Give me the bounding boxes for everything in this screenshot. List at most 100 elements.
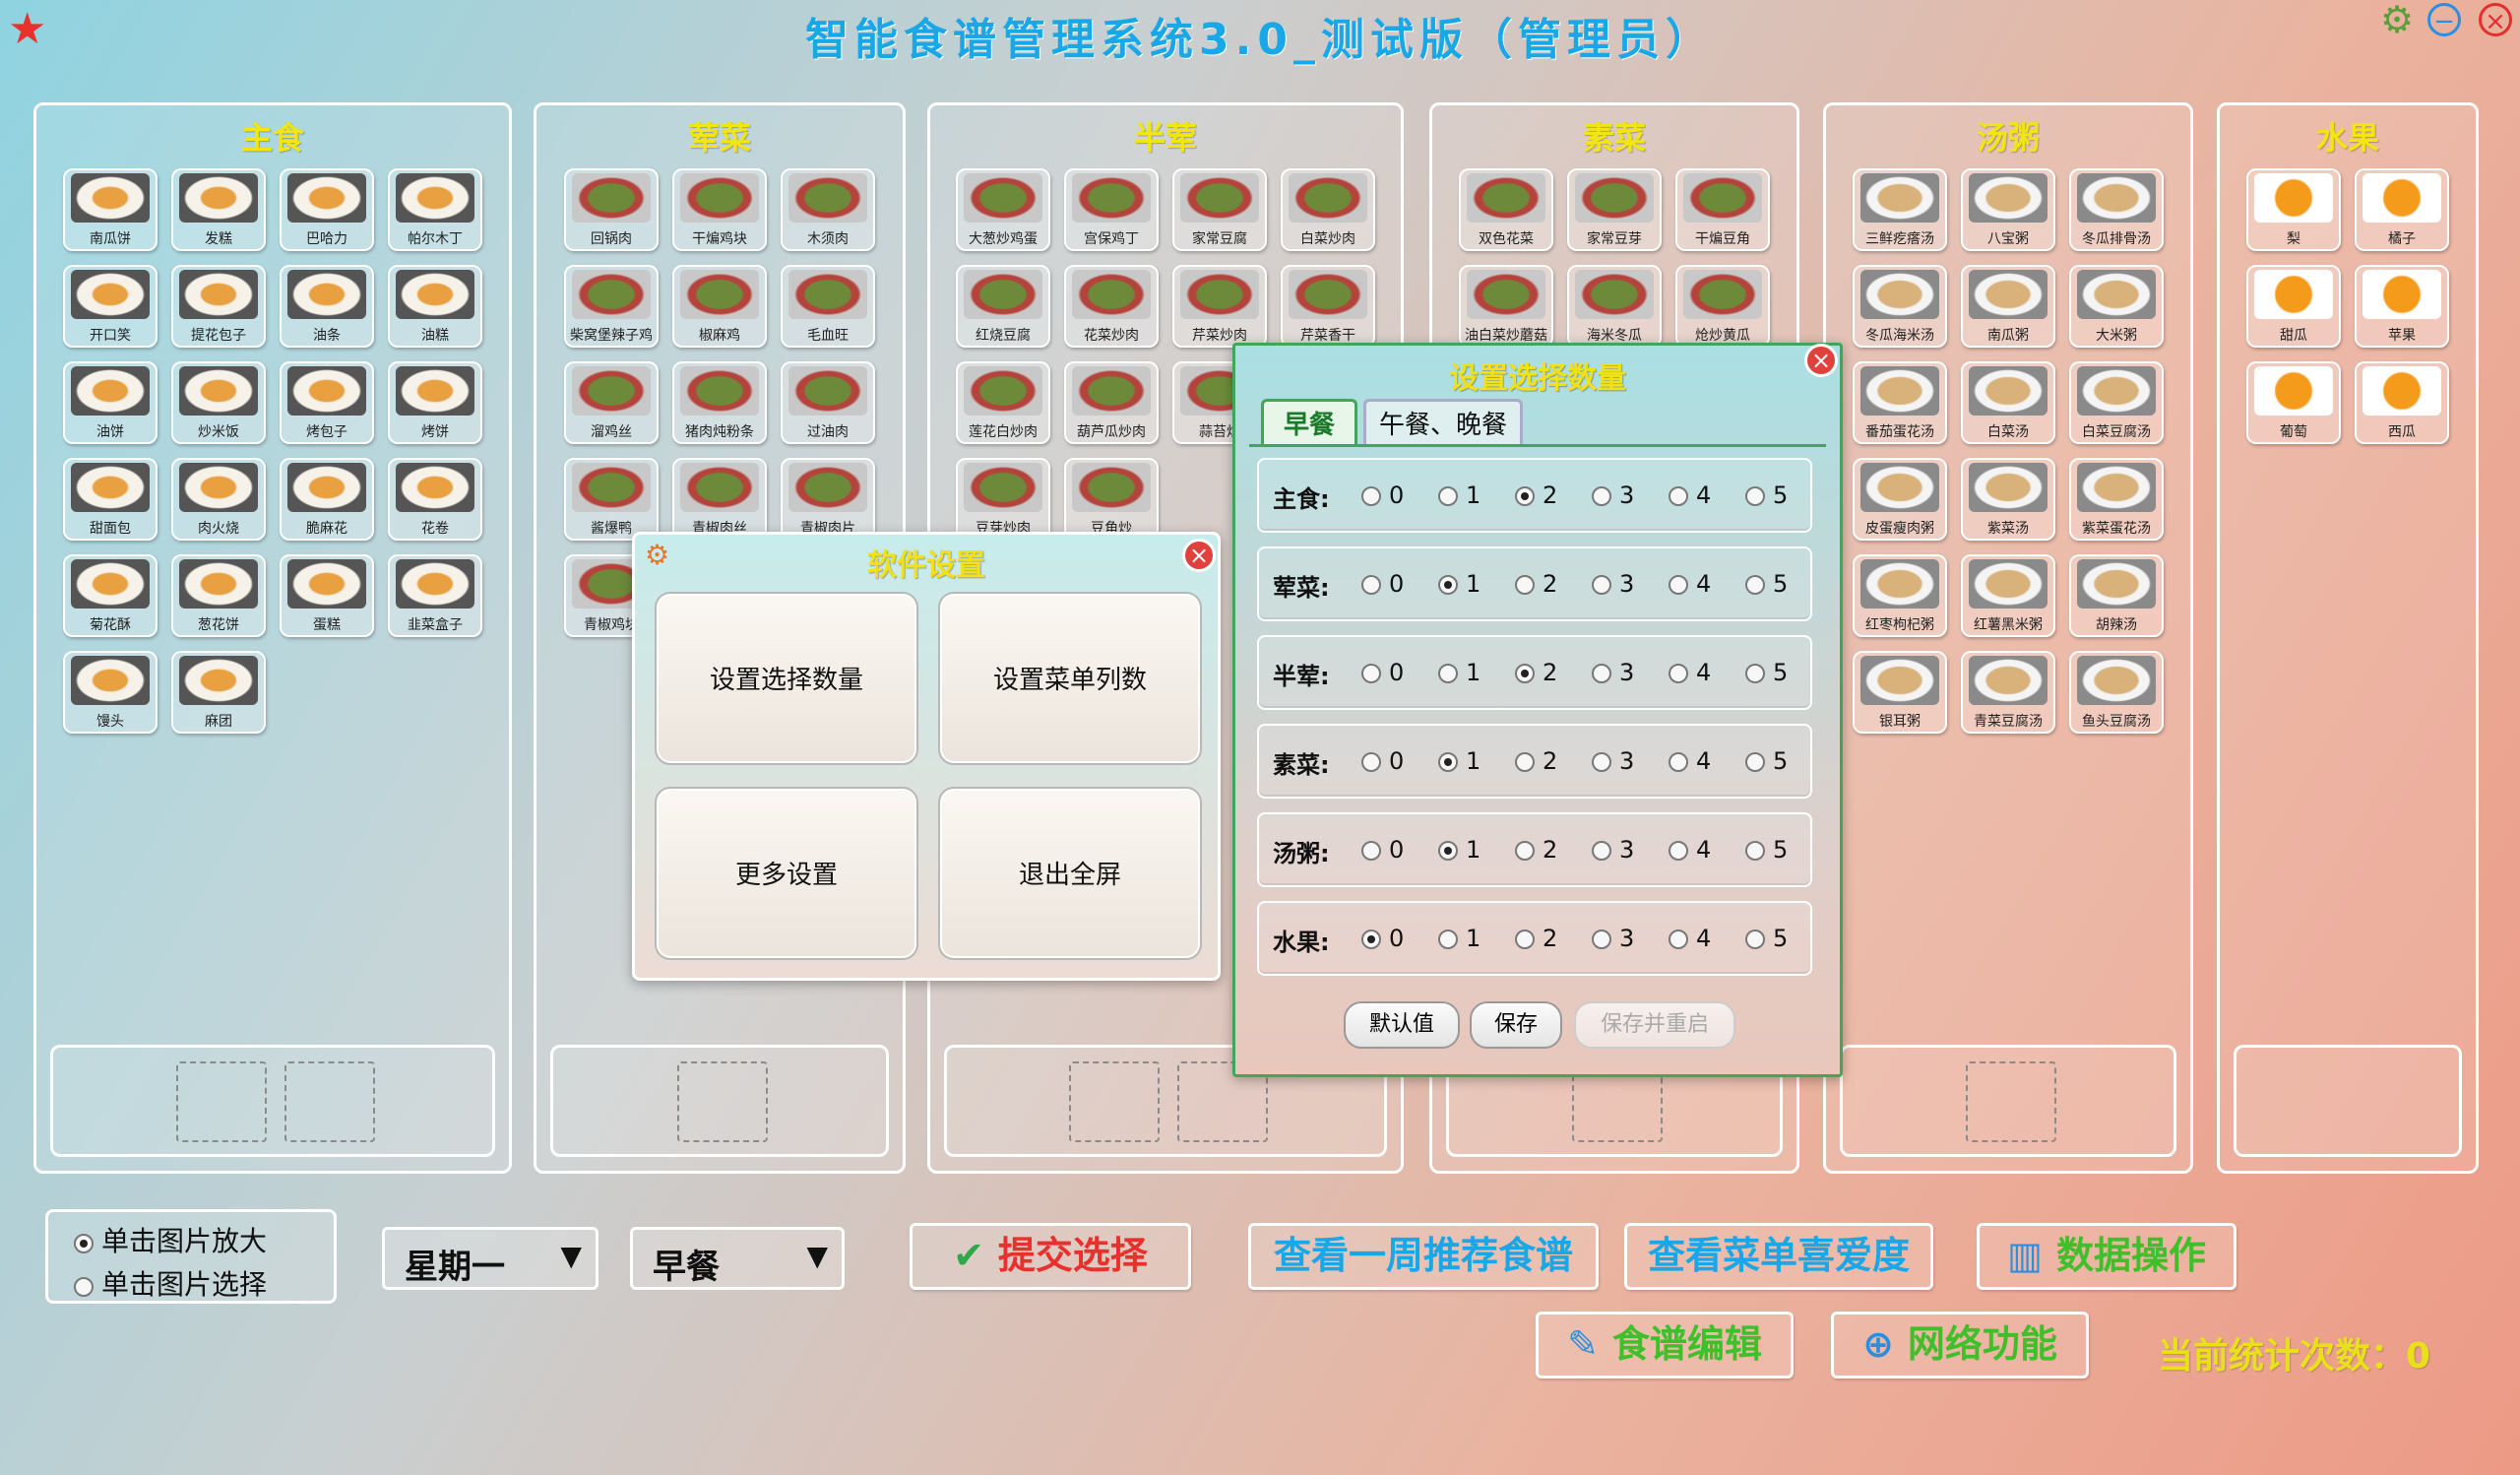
food-item[interactable]: 炒米饭: [171, 361, 266, 444]
food-item[interactable]: 烤饼: [388, 361, 482, 444]
radio-icon[interactable]: [1515, 575, 1535, 595]
food-item[interactable]: 冬瓜排骨汤: [2069, 168, 2164, 251]
count-option[interactable]: 5: [1745, 925, 1788, 952]
radio-icon[interactable]: [1361, 575, 1381, 595]
radio-icon[interactable]: [1361, 752, 1381, 772]
food-item[interactable]: 甜面包: [63, 458, 158, 541]
default-button[interactable]: 默认值: [1344, 1001, 1460, 1049]
selection-slot[interactable]: [1069, 1061, 1160, 1142]
food-item[interactable]: 脆麻花: [280, 458, 374, 541]
food-item[interactable]: 青菜豆腐汤: [1961, 651, 2055, 734]
count-option[interactable]: 0: [1361, 836, 1404, 864]
exit-fullscreen-button[interactable]: 退出全屏: [938, 787, 1202, 960]
food-item[interactable]: 豆角炒: [1064, 458, 1159, 541]
more-settings-button[interactable]: 更多设置: [655, 787, 918, 960]
selection-slot[interactable]: [677, 1061, 768, 1142]
food-item[interactable]: 芹菜香干: [1281, 265, 1375, 348]
food-item[interactable]: 过油肉: [781, 361, 875, 444]
food-item[interactable]: 八宝粥: [1961, 168, 2055, 251]
food-item[interactable]: 油白菜炒蘑菇: [1459, 265, 1553, 348]
food-item[interactable]: 紫菜蛋花汤: [2069, 458, 2164, 541]
food-item[interactable]: 韭菜盒子: [388, 554, 482, 637]
close-button[interactable]: ×: [2479, 3, 2512, 36]
food-item[interactable]: 菊花酥: [63, 554, 158, 637]
count-option[interactable]: 0: [1361, 925, 1404, 952]
count-option[interactable]: 0: [1361, 747, 1404, 775]
count-option[interactable]: 2: [1515, 925, 1557, 952]
food-item[interactable]: 海米冬瓜: [1567, 265, 1662, 348]
radio-icon[interactable]: [1669, 841, 1688, 861]
food-item[interactable]: 油饼: [63, 361, 158, 444]
count-option[interactable]: 4: [1669, 570, 1711, 598]
food-item[interactable]: 红薯黑米粥: [1961, 554, 2055, 637]
selection-slot[interactable]: [1177, 1061, 1268, 1142]
food-item[interactable]: 大米粥: [2069, 265, 2164, 348]
count-option[interactable]: 5: [1745, 659, 1788, 686]
radio-icon[interactable]: [1592, 486, 1611, 506]
food-item[interactable]: 双色花菜: [1459, 168, 1553, 251]
count-option[interactable]: 5: [1745, 747, 1788, 775]
save-button[interactable]: 保存: [1470, 1001, 1562, 1049]
radio-icon[interactable]: [1745, 752, 1765, 772]
count-option[interactable]: 3: [1592, 747, 1634, 775]
count-option[interactable]: 2: [1515, 659, 1557, 686]
food-item[interactable]: 干煸鸡块: [672, 168, 767, 251]
day-select[interactable]: 星期一 ▼: [382, 1227, 598, 1290]
food-item[interactable]: 梨: [2246, 168, 2341, 251]
count-option[interactable]: 3: [1592, 836, 1634, 864]
count-option[interactable]: 3: [1592, 659, 1634, 686]
count-option[interactable]: 2: [1515, 570, 1557, 598]
count-option[interactable]: 1: [1438, 836, 1480, 864]
count-option[interactable]: 3: [1592, 925, 1634, 952]
count-option[interactable]: 5: [1745, 570, 1788, 598]
set-select-count-button[interactable]: 设置选择数量: [655, 592, 918, 765]
food-item[interactable]: 肉火烧: [171, 458, 266, 541]
enlarge-option[interactable]: 单击图片放大: [74, 1220, 267, 1259]
tab-lunch-dinner[interactable]: 午餐、晚餐: [1363, 399, 1523, 446]
food-item[interactable]: 番茄蛋花汤: [1853, 361, 1947, 444]
radio-icon[interactable]: [1515, 486, 1535, 506]
radio-icon[interactable]: [1669, 664, 1688, 683]
food-item[interactable]: 白菜炒肉: [1281, 168, 1375, 251]
selection-slot[interactable]: [176, 1061, 267, 1142]
count-option[interactable]: 3: [1592, 481, 1634, 509]
recipe-edit-button[interactable]: ✎食谱编辑: [1536, 1312, 1794, 1379]
food-item[interactable]: 家常豆腐: [1172, 168, 1267, 251]
radio-icon[interactable]: [1592, 930, 1611, 949]
food-item[interactable]: 提花包子: [171, 265, 266, 348]
radio-icon[interactable]: [1438, 930, 1458, 949]
food-item[interactable]: 溜鸡丝: [564, 361, 659, 444]
food-item[interactable]: 烤包子: [280, 361, 374, 444]
count-option[interactable]: 1: [1438, 481, 1480, 509]
radio-icon[interactable]: [1745, 930, 1765, 949]
count-option[interactable]: 5: [1745, 481, 1788, 509]
food-item[interactable]: 甜瓜: [2246, 265, 2341, 348]
food-item[interactable]: 南瓜饼: [63, 168, 158, 251]
food-item[interactable]: 苹果: [2355, 265, 2449, 348]
food-item[interactable]: 橘子: [2355, 168, 2449, 251]
food-item[interactable]: 葱花饼: [171, 554, 266, 637]
star-icon[interactable]: ★: [8, 4, 47, 54]
count-option[interactable]: 4: [1669, 925, 1711, 952]
food-item[interactable]: 三鲜疙瘩汤: [1853, 168, 1947, 251]
set-menu-columns-button[interactable]: 设置菜单列数: [938, 592, 1202, 765]
count-option[interactable]: 0: [1361, 659, 1404, 686]
radio-icon[interactable]: [1361, 486, 1381, 506]
food-item[interactable]: 青椒肉丝: [672, 458, 767, 541]
radio-icon[interactable]: [1438, 841, 1458, 861]
count-option[interactable]: 2: [1515, 747, 1557, 775]
radio-icon[interactable]: [1515, 841, 1535, 861]
count-option[interactable]: 0: [1361, 481, 1404, 509]
submit-button[interactable]: ✔提交选择: [910, 1223, 1191, 1290]
count-option[interactable]: 1: [1438, 570, 1480, 598]
food-item[interactable]: 馒头: [63, 651, 158, 734]
menu-favor-button[interactable]: 查看菜单喜爱度: [1624, 1223, 1933, 1290]
food-item[interactable]: 紫菜汤: [1961, 458, 2055, 541]
radio-icon[interactable]: [1592, 841, 1611, 861]
food-item[interactable]: 猪肉炖粉条: [672, 361, 767, 444]
radio-icon[interactable]: [1438, 486, 1458, 506]
food-item[interactable]: 毛血旺: [781, 265, 875, 348]
food-item[interactable]: 开口笑: [63, 265, 158, 348]
food-item[interactable]: 木须肉: [781, 168, 875, 251]
radio-icon[interactable]: [1745, 486, 1765, 506]
